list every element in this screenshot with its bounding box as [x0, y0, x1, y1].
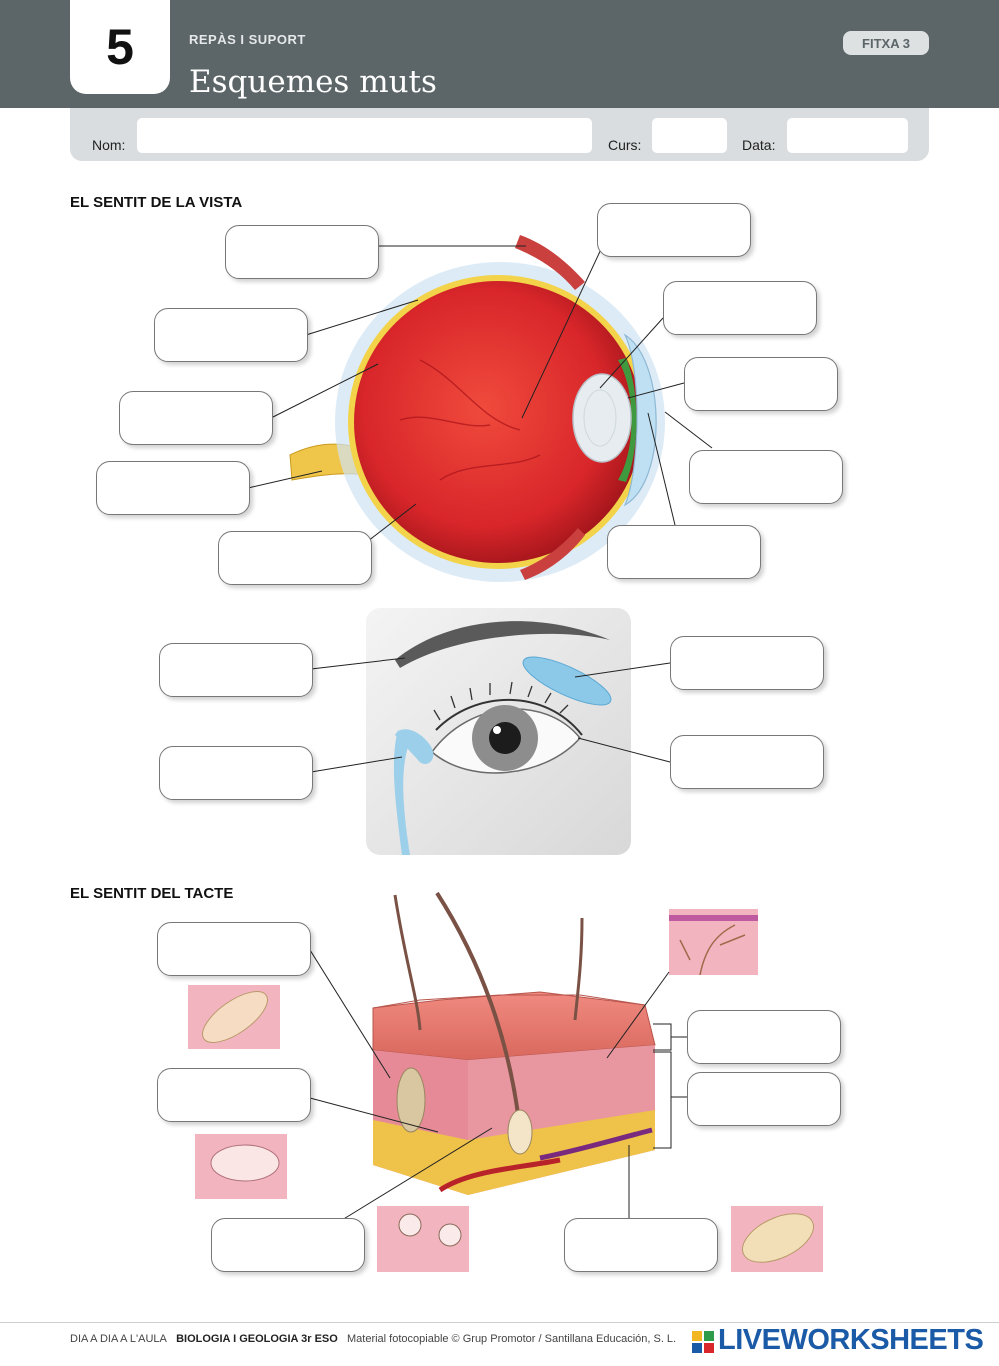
cornea	[623, 333, 657, 507]
answer-box-ext-3[interactable]	[670, 636, 824, 690]
footer-series: DIA A DIA A L'AULA	[70, 1333, 167, 1345]
name-label: Nom:	[92, 137, 126, 153]
lower-muscle	[520, 528, 585, 580]
liveworksheets-brand[interactable]: LIVEWORKSHEETS	[718, 1324, 984, 1356]
answer-box-ext-2[interactable]	[159, 746, 313, 800]
answer-box-eye-5[interactable]	[218, 531, 372, 585]
eyebrow	[395, 621, 610, 668]
answer-box-skin-4[interactable]	[564, 1218, 718, 1272]
pupil	[489, 722, 521, 754]
answer-box-skin-2[interactable]	[157, 1068, 311, 1122]
upper-muscle	[515, 235, 585, 290]
answer-box-ext-4[interactable]	[670, 735, 824, 789]
footer-subject: BIOLOGIA I GEOLOGIA 3r ESO	[176, 1333, 338, 1345]
section-kicker: REPÀS I SUPORT	[189, 32, 306, 47]
eye-cross-section	[289, 235, 665, 582]
page-title: Esquemes muts	[189, 64, 437, 100]
footer-text: DIA A DIA A L'AULA BIOLOGIA I GEOLOGIA 3…	[70, 1333, 676, 1345]
date-label: Data:	[742, 137, 776, 153]
answer-box-eye-1[interactable]	[225, 225, 379, 279]
answer-box-eye-4[interactable]	[96, 461, 250, 515]
lacrimal-duct	[393, 730, 410, 855]
answer-box-eye-10[interactable]	[607, 525, 761, 579]
answer-box-skin-1[interactable]	[157, 922, 311, 976]
hair-2	[435, 891, 522, 1131]
answer-box-eye-6[interactable]	[597, 203, 751, 257]
section-title-tacte: EL SENTIT DEL TACTE	[70, 885, 234, 902]
footer-copyright: Material fotocopiable © Grup Promotor / …	[347, 1333, 677, 1345]
lacrimal-gland	[522, 656, 612, 706]
course-label: Curs:	[608, 137, 642, 153]
unit-number: 5	[70, 0, 170, 94]
answer-box-skin-6[interactable]	[687, 1072, 841, 1126]
answer-box-eye-3[interactable]	[119, 391, 273, 445]
liveworksheets-logo-icon	[692, 1331, 714, 1353]
answer-box-skin-3[interactable]	[211, 1218, 365, 1272]
course-field[interactable]	[652, 118, 727, 153]
date-field[interactable]	[787, 118, 908, 153]
footer-divider	[0, 1322, 999, 1323]
pacini-corpuscle	[396, 1067, 426, 1133]
answer-box-eye-7[interactable]	[663, 281, 817, 335]
hair-1	[393, 894, 422, 1031]
skin-cross-section	[372, 891, 656, 1195]
answer-box-skin-5[interactable]	[687, 1010, 841, 1064]
answer-box-ext-1[interactable]	[159, 643, 313, 697]
section-title-vista: EL SENTIT DE LA VISTA	[70, 194, 243, 211]
eye-external-view	[366, 608, 631, 855]
answer-box-eye-8[interactable]	[684, 357, 838, 411]
retina-vitreous	[354, 281, 642, 563]
name-field[interactable]	[137, 118, 592, 153]
iris	[618, 358, 637, 482]
hair-3	[573, 917, 584, 1021]
answer-box-eye-9[interactable]	[689, 450, 843, 504]
lens	[572, 373, 632, 463]
answer-box-eye-2[interactable]	[154, 308, 308, 362]
worksheet-badge: FITXA 3	[843, 31, 929, 55]
